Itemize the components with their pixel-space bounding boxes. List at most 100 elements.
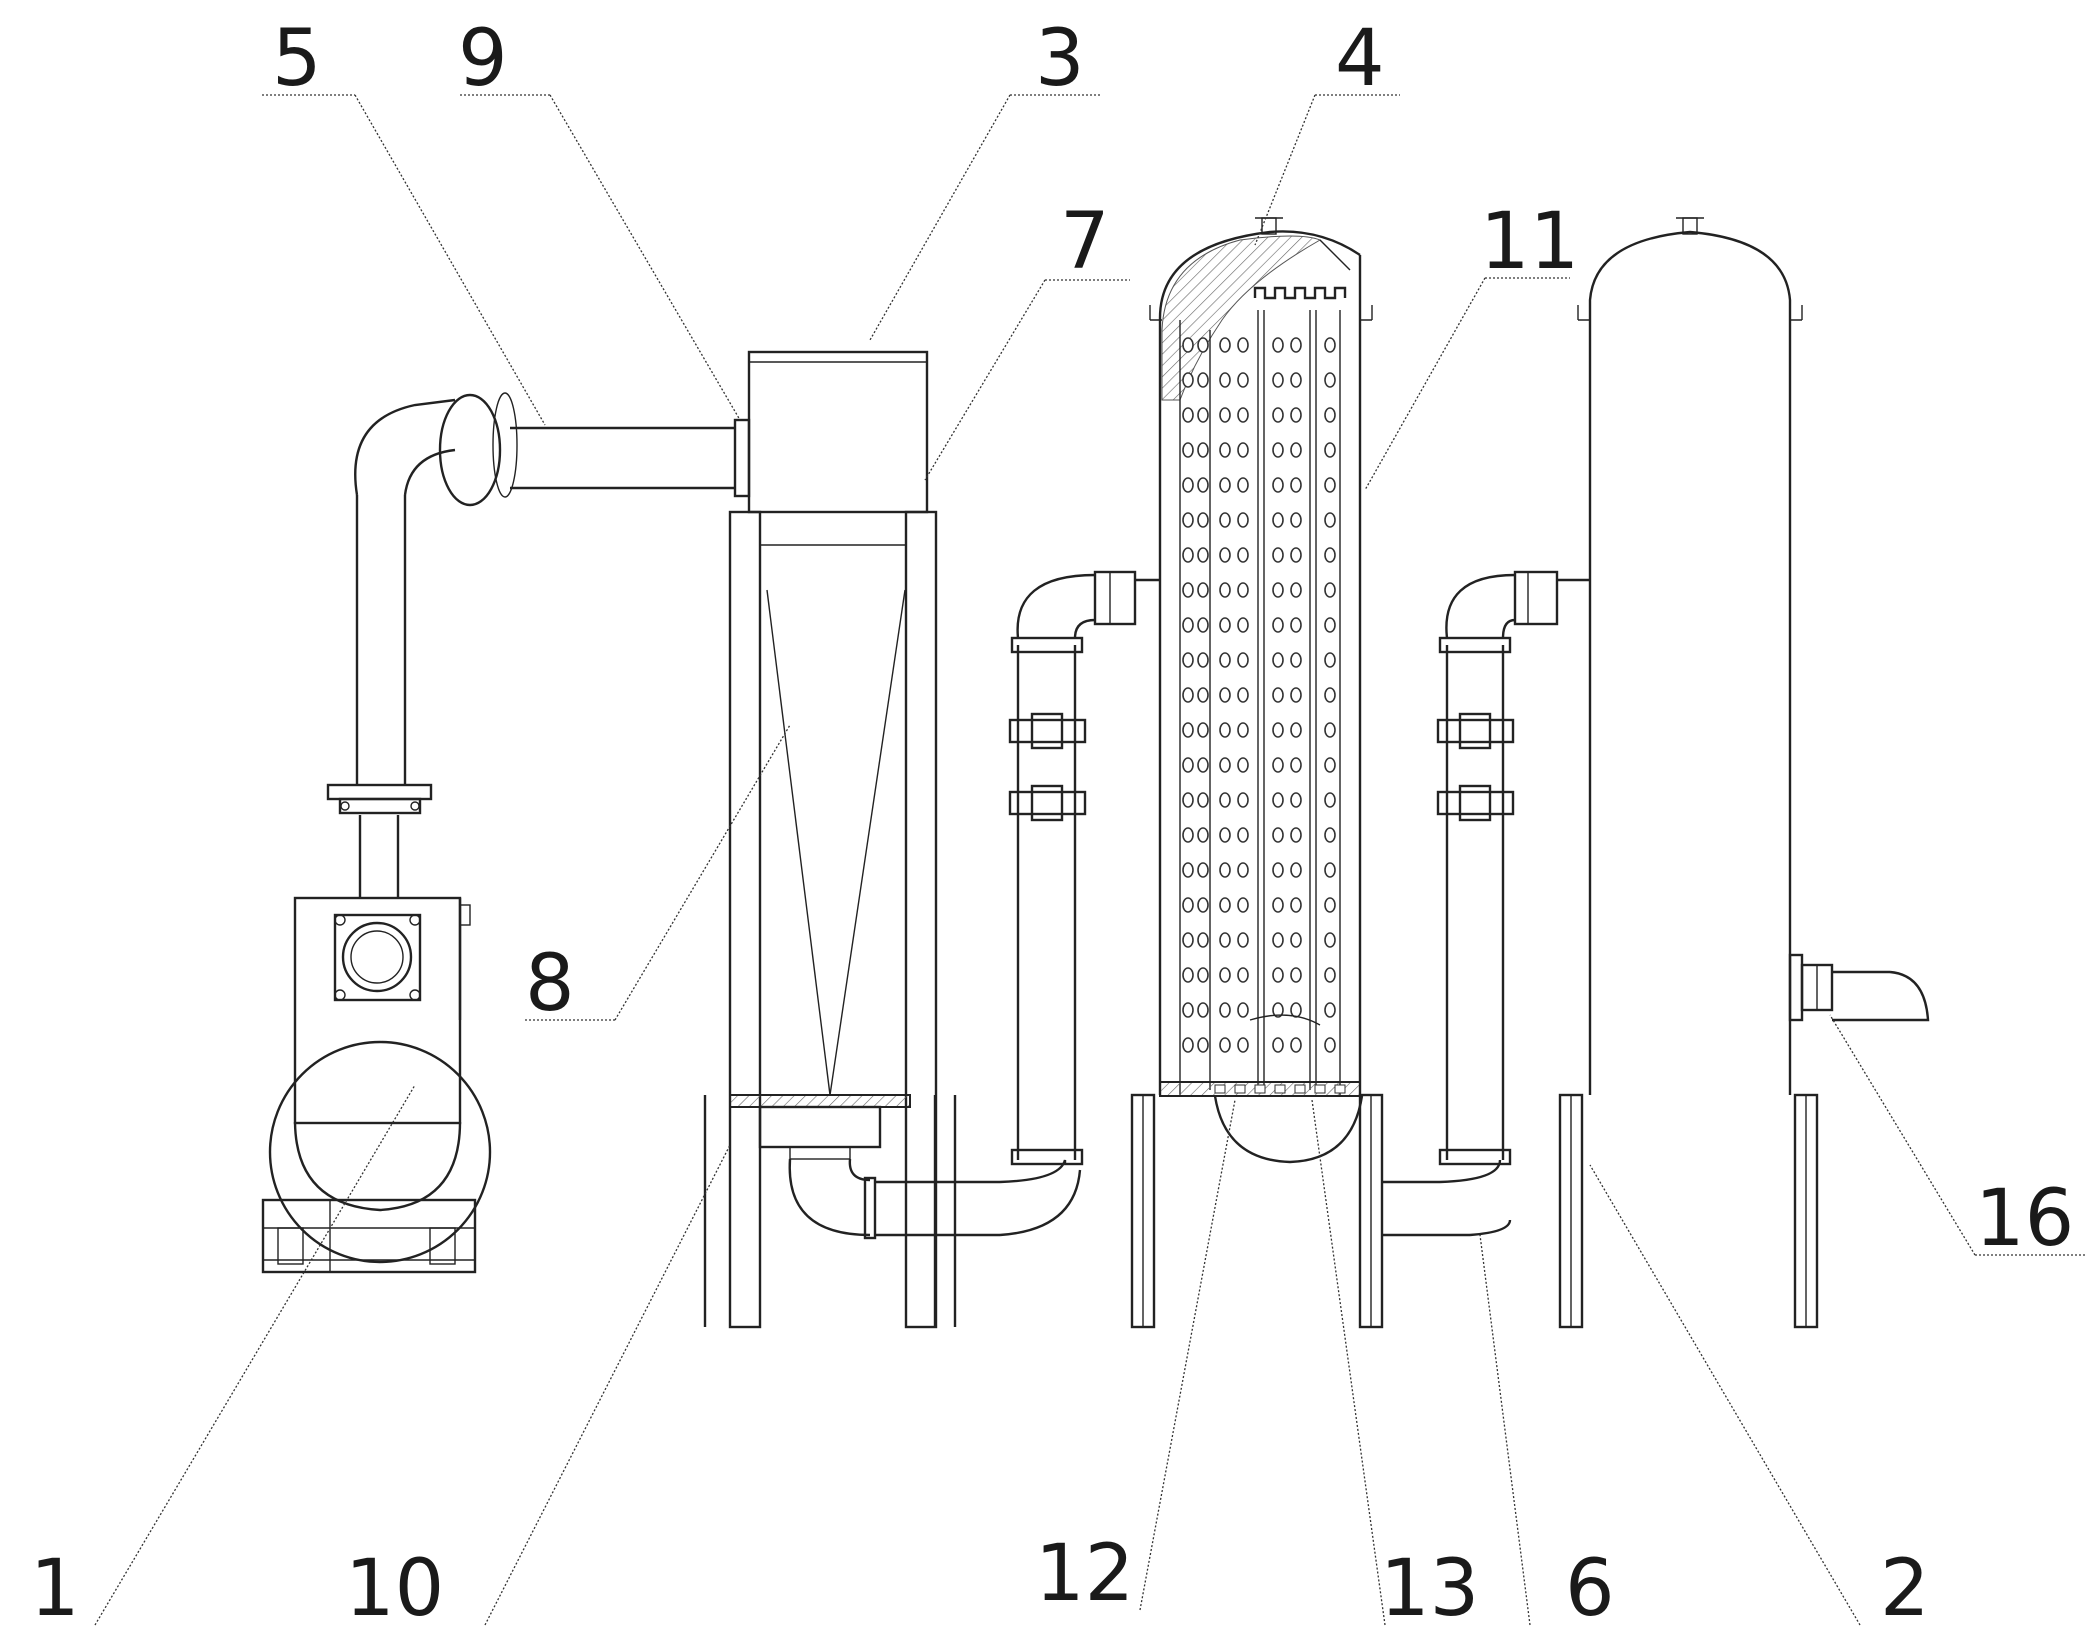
packing-hole	[1237, 652, 1249, 668]
leader-9	[549, 94, 741, 421]
packing-hole	[1324, 582, 1336, 598]
cone-right	[829, 589, 906, 1096]
pipe-flange-lower	[338, 797, 422, 815]
label-10: 10	[345, 1544, 444, 1631]
packing-hole	[1290, 337, 1302, 353]
packing-hole	[1182, 337, 1194, 353]
packing-hole	[1237, 407, 1249, 423]
packing-hole	[1219, 547, 1231, 563]
packing-hole	[1272, 582, 1284, 598]
packing-hole	[1324, 687, 1336, 703]
packing-hole	[1182, 512, 1194, 528]
packing-hole	[1182, 477, 1194, 493]
vessel-outlet-flange	[1788, 953, 1804, 1022]
packing-hole	[1197, 617, 1209, 633]
packing-hole	[1182, 617, 1194, 633]
distributor-teeth	[1253, 286, 1347, 300]
packing-hole	[1197, 372, 1209, 388]
cone-left	[766, 589, 831, 1096]
leader-1	[94, 1084, 416, 1626]
blower-unit	[261, 392, 751, 1274]
base-foot	[277, 1227, 304, 1265]
packing-hole	[1197, 757, 1209, 773]
packing-hole	[1219, 967, 1231, 983]
packing-hole	[1272, 897, 1284, 913]
packing-hole	[1182, 687, 1194, 703]
packing-hole	[1219, 932, 1231, 948]
vessel-bracket	[1790, 305, 1803, 321]
packing-hole	[1237, 582, 1249, 598]
column-bottom-bowl	[1213, 1095, 1364, 1164]
packing-holes	[1182, 337, 1336, 1053]
grid-cell	[1334, 1084, 1346, 1094]
packing-hole	[1290, 897, 1302, 913]
packing-hole	[1219, 407, 1231, 423]
packing-hole	[1182, 372, 1194, 388]
packing-hole	[1197, 582, 1209, 598]
base-foot	[429, 1227, 456, 1265]
packing-hole	[1182, 792, 1194, 808]
packing-hole	[1197, 862, 1209, 878]
riser-top-flange	[1010, 636, 1084, 654]
packing-hole	[1324, 1002, 1336, 1018]
packing-hole	[1272, 442, 1284, 458]
leader-16	[1829, 1014, 1976, 1256]
packing-hole	[1182, 547, 1194, 563]
riser-union	[1008, 718, 1087, 744]
label-7: 7	[1060, 197, 1110, 287]
blower-base-frame	[261, 1198, 477, 1274]
packing-hole	[1290, 477, 1302, 493]
packing-hole	[1197, 652, 1209, 668]
packing-hole	[1290, 582, 1302, 598]
packing-hole	[1324, 442, 1336, 458]
packing-hole	[1272, 1037, 1284, 1053]
label-2: 2	[1880, 1544, 1930, 1631]
cyclone-separator	[703, 350, 1000, 1329]
packing-hole	[1290, 442, 1302, 458]
riser-inlet-coupling	[1093, 570, 1137, 626]
packing-hole	[1197, 722, 1209, 738]
packing-hole	[1219, 652, 1231, 668]
packing-hole	[1290, 1002, 1302, 1018]
packing-hole	[1219, 687, 1231, 703]
leader-11	[1364, 277, 1486, 491]
packing-hole	[1272, 967, 1284, 983]
grid-cell	[1314, 1084, 1326, 1094]
riser2-union-nut	[1458, 712, 1492, 750]
bolt	[410, 801, 420, 811]
riser2-top-elbow-inner	[1501, 618, 1516, 639]
packing-hole	[1219, 757, 1231, 773]
riser-top-elbow-inner	[1073, 618, 1096, 639]
packing-hole	[1290, 862, 1302, 878]
packing-hole	[1272, 512, 1284, 528]
packing-hole	[1324, 1037, 1336, 1053]
packing-hole	[1324, 967, 1336, 983]
label-4: 4	[1335, 14, 1385, 104]
packing-hole	[1290, 722, 1302, 738]
packing-hole	[1237, 442, 1249, 458]
riser-lower-elbow	[999, 1159, 1067, 1184]
packing-hole	[1272, 687, 1284, 703]
packing-hole	[1197, 897, 1209, 913]
packing-hole	[1197, 687, 1209, 703]
packing-hole	[1197, 512, 1209, 528]
packing-hole	[1324, 407, 1336, 423]
packing-hole	[1197, 407, 1209, 423]
packing-hole	[1219, 617, 1231, 633]
packing-hole	[1237, 1002, 1249, 1018]
packing-hole	[1272, 617, 1284, 633]
packing-hole	[1197, 967, 1209, 983]
riser-pipe-two	[1382, 570, 1590, 1237]
packing-hole	[1219, 1002, 1231, 1018]
packing-hole	[1290, 407, 1302, 423]
packing-hole	[1324, 932, 1336, 948]
elbow-flange-face	[492, 392, 518, 498]
packing-hole	[1219, 442, 1231, 458]
leader-lines	[94, 94, 2085, 1626]
packing-hole	[1324, 862, 1336, 878]
packing-hole	[1237, 617, 1249, 633]
elbow-outer	[354, 398, 456, 496]
grid-cell	[1294, 1084, 1306, 1094]
packing-hole	[1219, 792, 1231, 808]
